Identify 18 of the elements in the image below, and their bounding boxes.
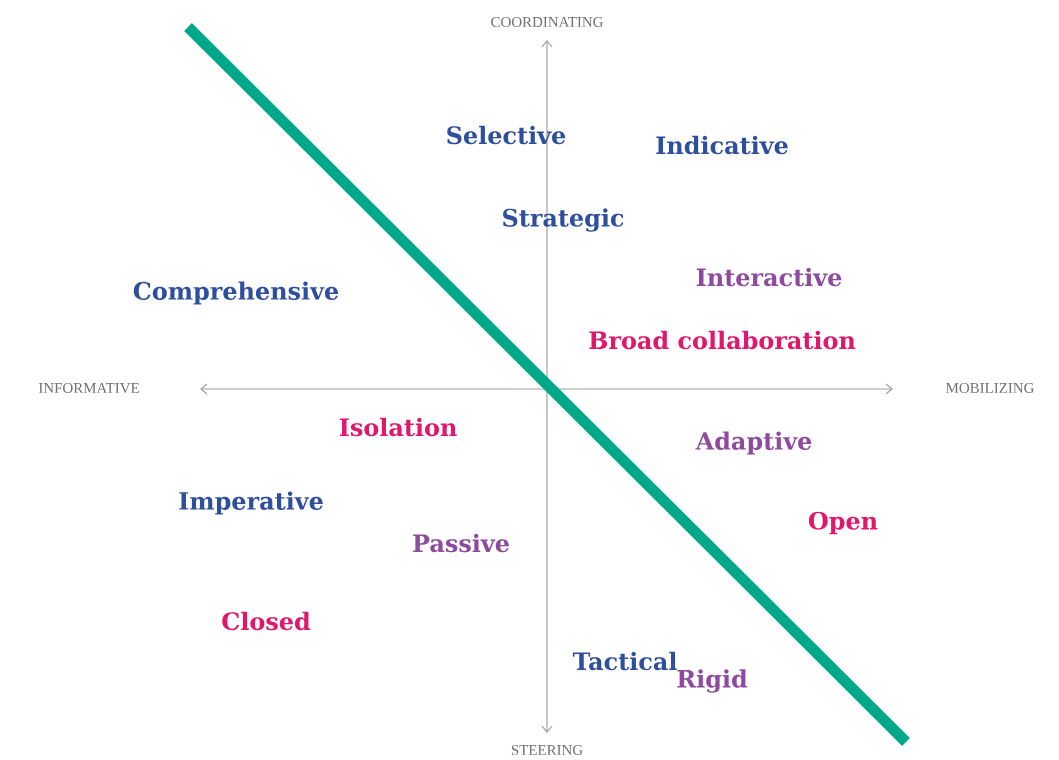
word-label: Passive [413,533,509,553]
word-label: Broad collaboration [589,330,856,350]
word-label: Strategic [503,208,624,232]
word-label: Open [808,511,878,535]
word-label: Imperative [179,491,323,515]
word-label: Adaptive [695,431,812,455]
word-label: Indicative [656,135,788,155]
word-label: Rigid [677,669,748,693]
word-label: Selective [447,125,566,145]
word-label: Isolation [339,417,457,437]
word-label: Tactical [572,651,677,671]
axis-label: MOBILIZING [946,383,1034,393]
axis-label: STEERING [511,745,583,755]
word-label: Comprehensive [133,281,339,305]
word-label: Interactive [696,267,842,287]
axis-label: COORDINATING [491,17,603,27]
word-label: Closed [222,611,311,631]
axis-label: INFORMATIVE [38,382,139,394]
